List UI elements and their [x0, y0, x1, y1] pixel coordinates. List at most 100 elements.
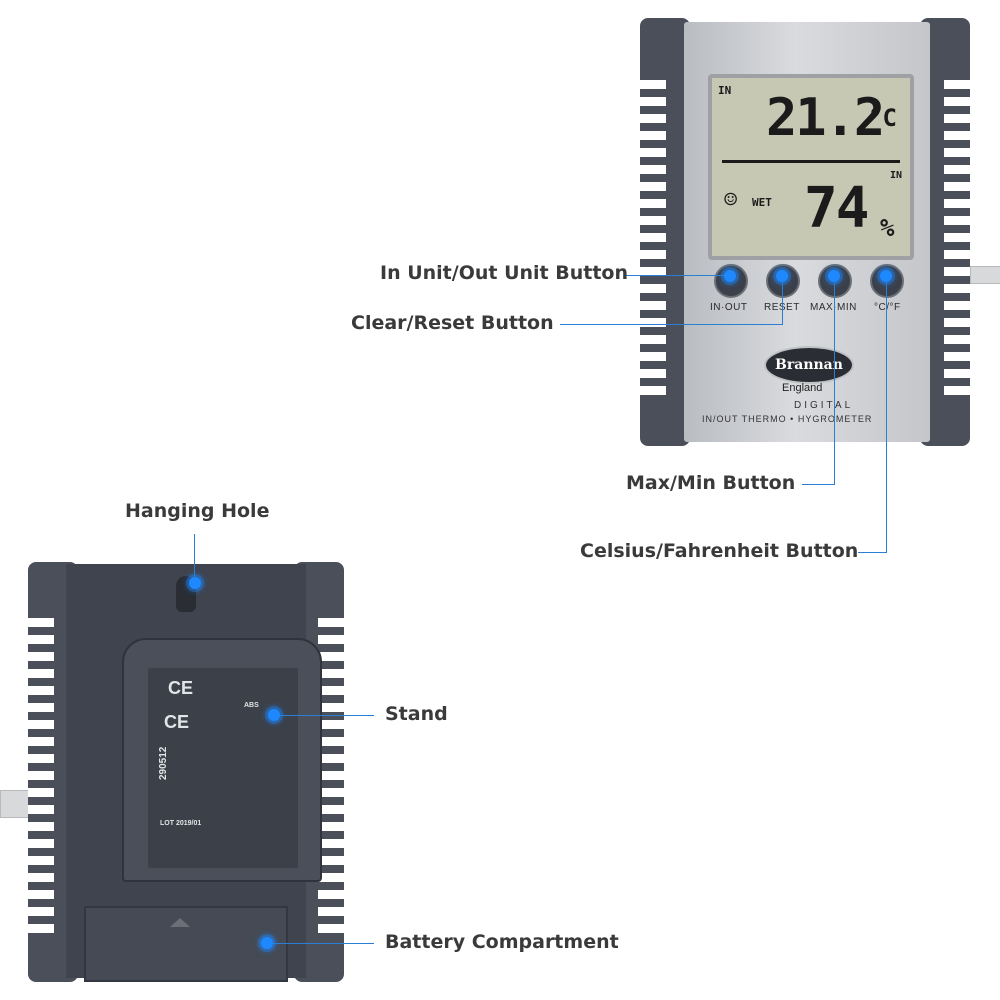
- rail-fin: [28, 788, 54, 797]
- rail-fin: [28, 856, 54, 865]
- rail-fin: [944, 97, 970, 106]
- open-arrow-icon: [170, 918, 190, 927]
- battery-leader: [273, 943, 374, 944]
- rail-fin: [28, 924, 54, 933]
- cf-leader-v: [886, 282, 887, 553]
- rail-fin: [944, 199, 970, 208]
- humidity-in-label: IN: [890, 170, 903, 181]
- max-min-callout: Max/Min Button: [626, 472, 796, 494]
- in-out-label: IN·OUT: [710, 302, 748, 313]
- rail-fin: [640, 131, 666, 140]
- ce-mark: CE: [164, 712, 190, 732]
- rail-fin: [944, 369, 970, 378]
- rail-fin: [640, 369, 666, 378]
- battery-marker: [261, 937, 273, 949]
- rail-fin: [944, 284, 970, 293]
- rail-fin: [640, 80, 666, 89]
- rail-fin: [318, 822, 344, 831]
- rail-fin: [640, 114, 666, 123]
- rail-fin: [28, 771, 54, 780]
- max-min-leader-v: [834, 282, 835, 485]
- rail-fin: [318, 924, 344, 933]
- rail-fin: [640, 386, 666, 395]
- cf-callout: Celsius/Fahrenheit Button: [580, 540, 859, 562]
- rail-fin: [318, 907, 344, 916]
- rail-fin: [318, 669, 344, 678]
- max-min-leader-h: [802, 484, 835, 485]
- rail-fin: [318, 873, 344, 882]
- front-thermometer: IN 21.2 °C IN ☺ WET 74 % IN·OUT RESET MA…: [640, 18, 970, 446]
- reset-marker: [776, 270, 788, 282]
- lcd-in-label: IN: [718, 84, 732, 97]
- cf-label: °C/°F: [874, 302, 901, 313]
- lot-label: LOT 2019/01: [160, 820, 202, 827]
- rail-fin: [318, 856, 344, 865]
- rail-fin: [640, 284, 666, 293]
- rail-fin: [318, 686, 344, 695]
- rail-fin: [318, 839, 344, 848]
- rail-fin: [640, 318, 666, 327]
- rail-fin: [640, 165, 666, 174]
- rail-fin: [318, 890, 344, 899]
- rail-fin: [640, 335, 666, 344]
- rail-fin: [640, 182, 666, 191]
- rail-fin: [944, 80, 970, 89]
- wet-label: WET: [752, 196, 772, 209]
- rail-fin: [944, 131, 970, 140]
- temperature-unit: °C: [868, 104, 897, 132]
- battery-callout: Battery Compartment: [385, 931, 619, 953]
- rail-fin: [944, 250, 970, 259]
- rail-fin: [944, 301, 970, 310]
- stand[interactable]: CE ABS CE 290512 LOT 2019/01: [122, 638, 322, 882]
- rail-fin: [28, 652, 54, 661]
- rail-fin: [28, 873, 54, 882]
- device-face: IN 21.2 °C IN ☺ WET 74 % IN·OUT RESET MA…: [684, 22, 930, 442]
- cf-marker: [880, 270, 892, 282]
- rail-fin: [28, 686, 54, 695]
- reset-leader-v: [782, 282, 783, 325]
- lcd-divider: [722, 160, 900, 163]
- rail-fin: [318, 635, 344, 644]
- left-rail: [640, 18, 690, 446]
- rail-fin: [944, 267, 970, 276]
- rail-fin: [944, 352, 970, 361]
- rail-fin: [944, 182, 970, 191]
- cf-leader-h: [858, 552, 887, 553]
- rail-fin: [640, 352, 666, 361]
- lcd-display: IN 21.2 °C IN ☺ WET 74 %: [708, 74, 914, 260]
- rail-fin: [318, 737, 344, 746]
- rail-fin: [318, 703, 344, 712]
- rail-fin: [318, 720, 344, 729]
- rail-fin: [318, 788, 344, 797]
- rail-fin: [640, 267, 666, 276]
- max-min-marker: [828, 270, 840, 282]
- rail-fin: [640, 216, 666, 225]
- in-out-callout: In Unit/Out Unit Button: [380, 262, 628, 284]
- battery-compartment[interactable]: [84, 906, 288, 982]
- product-line2: IN/OUT THERMO • HYGROMETER: [702, 414, 873, 424]
- rail-fin: [318, 805, 344, 814]
- temperature-value: 21.2: [766, 88, 885, 148]
- hanging-hole-marker: [189, 577, 201, 589]
- reset-callout: Clear/Reset Button: [351, 312, 554, 334]
- stand-callout: Stand: [385, 703, 448, 725]
- label-area: CE ABS CE 290512 LOT 2019/01: [148, 668, 298, 868]
- back-thermometer: CE ABS CE 290512 LOT 2019/01: [28, 562, 344, 982]
- rail-fin: [28, 618, 54, 627]
- stand-leader: [280, 715, 374, 716]
- rail-fin: [640, 148, 666, 157]
- rail-fin: [944, 318, 970, 327]
- rail-fin: [640, 250, 666, 259]
- rail-fin: [28, 805, 54, 814]
- reset-leader-h: [560, 324, 782, 325]
- rail-fin: [944, 114, 970, 123]
- rail-fin: [944, 216, 970, 225]
- rail-fin: [640, 199, 666, 208]
- in-out-marker: [724, 270, 736, 282]
- brand-logo: Brannan: [764, 346, 854, 384]
- rail-fin: [28, 822, 54, 831]
- in-out-leader: [624, 275, 724, 276]
- rail-fin: [640, 97, 666, 106]
- code-label: 290512: [158, 746, 169, 780]
- rail-fin: [318, 652, 344, 661]
